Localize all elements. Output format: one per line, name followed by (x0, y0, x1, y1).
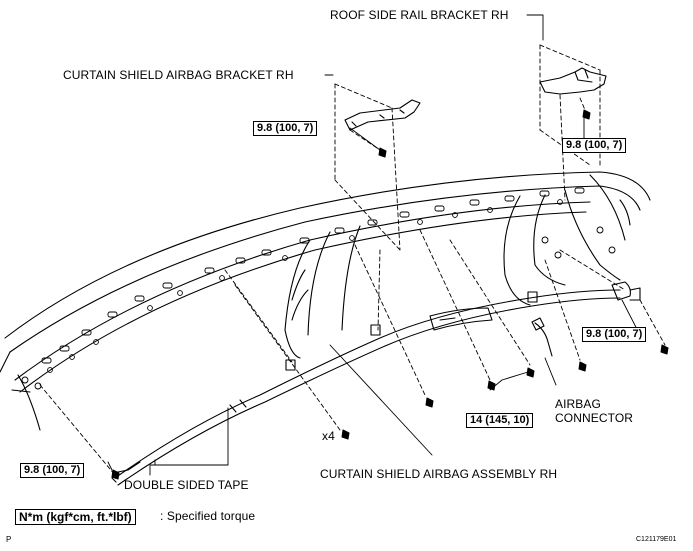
legend-unit-box: N*m (kgf*cm, ft.*lbf) (15, 509, 136, 525)
torque-box-front-bolt: 9.8 (100, 7) (20, 463, 85, 478)
torque-box-assembly-bolts: 14 (145, 10) (466, 413, 534, 428)
curtain-shield-bracket-label: CURTAIN SHIELD AIRBAG BRACKET RH (63, 68, 294, 82)
airbag-connector-label-line1: AIRBAG (555, 397, 601, 411)
roof-side-rail-bracket-label: ROOF SIDE RAIL BRACKET RH (330, 8, 509, 22)
curtain-shield-bracket-part (344, 99, 421, 131)
torque-box-rail-bolt: 9.8 (100, 7) (562, 138, 627, 153)
rail-slot-pattern (21, 187, 616, 390)
roof-rail-structure (0, 171, 651, 431)
quantity-x4-label: x4 (322, 429, 335, 443)
guide-lines (39, 44, 666, 476)
legend-description: : Specified torque (160, 509, 256, 523)
bolt-icons (111, 109, 669, 480)
curtain-shield-assembly-label: CURTAIN SHIELD AIRBAG ASSEMBLY RH (320, 467, 558, 481)
torque-box-rear-bolt: 9.8 (100, 7) (582, 327, 647, 342)
figure-code: C121179E01 (636, 536, 677, 543)
airbag-assembly-tube (111, 281, 641, 486)
roof-side-rail-bracket-part (539, 67, 607, 95)
airbag-connector-label-line2: CONNECTOR (555, 411, 634, 425)
torque-box-bracket-bolt: 9.8 (100, 7) (253, 121, 318, 136)
footer-left-mark: P (6, 535, 12, 544)
double-sided-tape-label: DOUBLE SIDED TAPE (124, 478, 249, 492)
